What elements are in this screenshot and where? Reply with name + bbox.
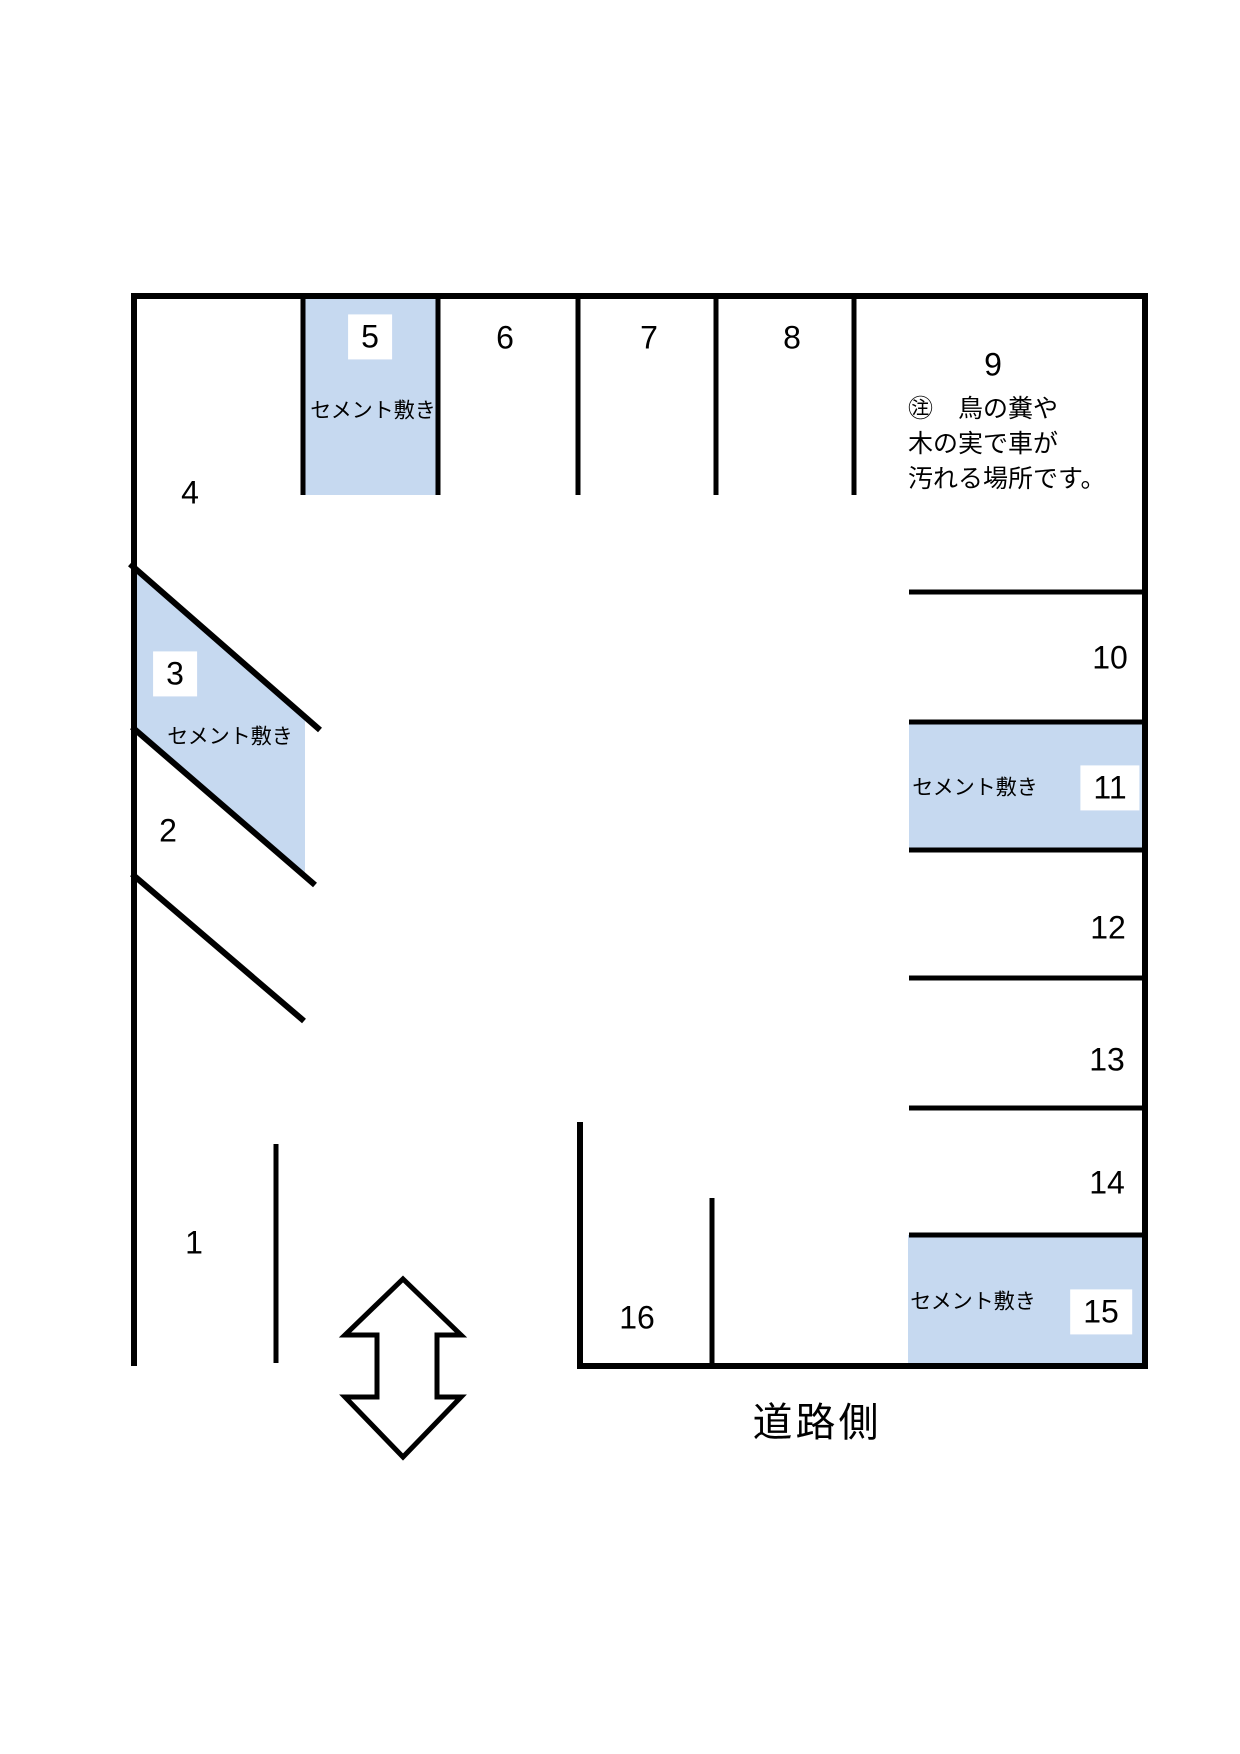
lot-outer-border bbox=[131, 293, 1148, 1369]
space-15-label: 15 bbox=[1070, 1289, 1132, 1335]
space-9-label: 9 bbox=[984, 346, 1002, 383]
space-7-label: 7 bbox=[640, 319, 658, 356]
space-6-label: 6 bbox=[496, 319, 514, 356]
space-13-label: 13 bbox=[1089, 1041, 1125, 1078]
note-line-1: ㊟ 鳥の糞や bbox=[908, 395, 1059, 423]
space-1-label: 1 bbox=[185, 1224, 203, 1261]
space-2-label: 2 bbox=[159, 812, 177, 849]
diagonal-divider-4-3 bbox=[128, 561, 322, 733]
diagonal-divider-3-2 bbox=[130, 724, 317, 888]
space-12-label: 12 bbox=[1090, 909, 1126, 946]
space-5-label: 5 bbox=[348, 314, 392, 360]
note-line-2: 木の実で車が bbox=[908, 430, 1059, 458]
cement-label-space5: セメント敷き bbox=[310, 399, 436, 423]
cement-label-space3: セメント敷き bbox=[167, 725, 293, 749]
space-14-label: 14 bbox=[1089, 1164, 1125, 1201]
space-16-label: 16 bbox=[619, 1299, 655, 1336]
cement-label-space11: セメント敷き bbox=[912, 776, 1038, 800]
space-8-label: 8 bbox=[783, 319, 801, 356]
note-line-3: 汚れる場所です。 bbox=[908, 465, 1106, 493]
space-10-label: 10 bbox=[1092, 639, 1128, 676]
space-11-label: 11 bbox=[1080, 765, 1140, 811]
space-4-label: 4 bbox=[181, 474, 199, 511]
diagonal-divider-2-1 bbox=[130, 871, 306, 1024]
cement-label-space15: セメント敷き bbox=[910, 1290, 1036, 1314]
two-way-arrow-icon bbox=[338, 1275, 468, 1461]
space-3-cement-area bbox=[134, 568, 305, 877]
bird-droppings-note: ㊟ 鳥の糞や 木の実で車が 汚れる場所です。 bbox=[908, 392, 1106, 497]
road-side-label: 道路側 bbox=[752, 1401, 882, 1445]
space-3-label: 3 bbox=[153, 651, 197, 697]
